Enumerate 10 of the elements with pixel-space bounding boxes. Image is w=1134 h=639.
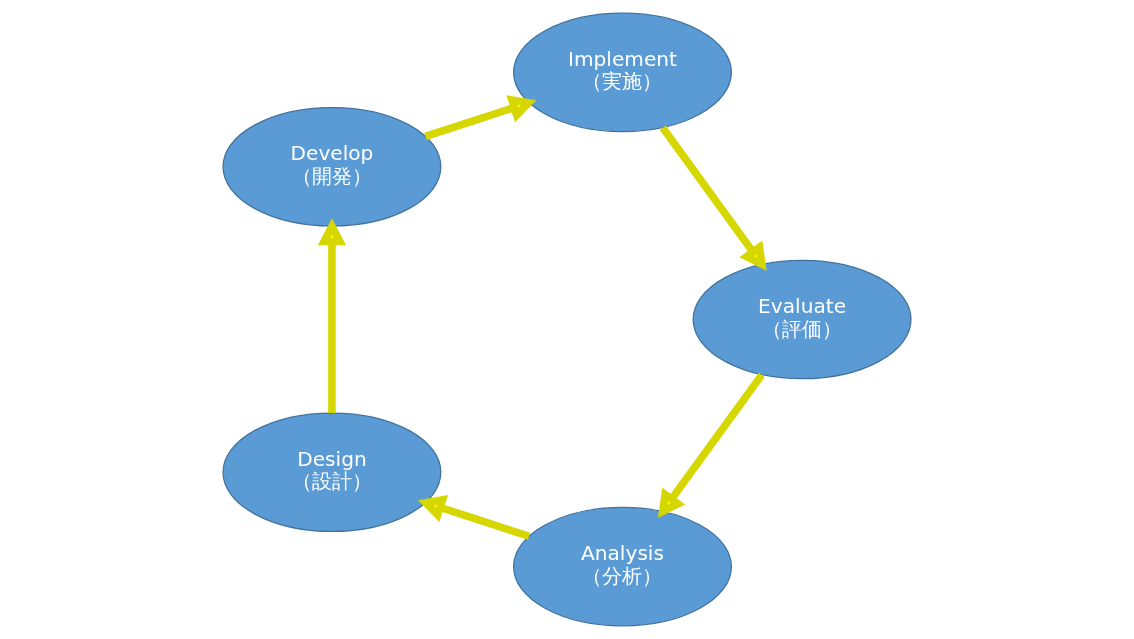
node-ellipse: Evaluate （評価） — [692, 259, 912, 380]
arrow — [657, 372, 765, 518]
arrow — [424, 95, 537, 140]
node-ellipse: Design （設計） — [222, 412, 442, 533]
arrow — [418, 495, 531, 540]
node-ellipse: Analysis （分析） — [512, 506, 733, 627]
node-ellipse: Develop （開発） — [222, 106, 442, 227]
arrow — [317, 218, 347, 413]
arrow — [659, 125, 767, 271]
node-ellipse: Implement （実施） — [512, 12, 733, 133]
